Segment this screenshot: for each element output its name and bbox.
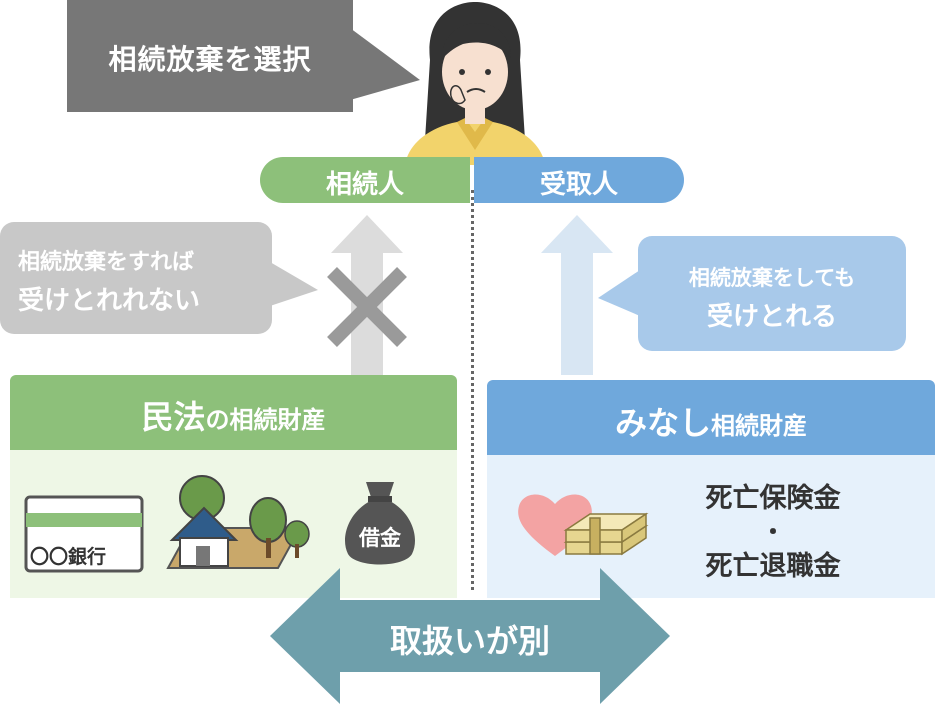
recipient-pill: [474, 157, 684, 203]
top-callout: [67, 0, 353, 112]
left-panel-title-small: の相続財産: [205, 406, 326, 434]
left-panel-header: [10, 375, 457, 450]
person-icon: [405, 2, 545, 165]
heir-pill: [260, 157, 470, 203]
right-panel-title-big: みなし: [614, 404, 711, 442]
right-panel-header: [487, 380, 935, 455]
left-callout: [0, 222, 272, 334]
cash-stack-icon: [563, 512, 649, 556]
money-bag-label: 借金: [359, 526, 401, 550]
up-arrow-icon: [331, 215, 403, 375]
left-panel-title: 民法の相続財産: [10, 392, 457, 438]
top-callout-text: 相続放棄を選択: [108, 43, 312, 76]
money-bag-icon: [345, 482, 415, 565]
bank-card-icon: [24, 495, 144, 573]
heir-pill-label: 相続人: [325, 170, 404, 200]
cross-icon: [327, 267, 407, 347]
right-panel-title: みなし相続財産: [487, 398, 935, 444]
up-arrow-icon: [541, 215, 613, 375]
left-callout-line1: 相続放棄をすれば: [18, 250, 195, 275]
deemed-line1: 死亡保険金: [705, 483, 841, 514]
right-callout-line1: 相続放棄をしても: [688, 266, 856, 290]
right-callout-line2: 受けとれる: [706, 302, 837, 332]
bottom-arrow-label: 取扱いが別: [389, 622, 550, 660]
right-panel-title-small: 相続財産: [711, 412, 807, 440]
house-icon: [166, 475, 302, 569]
tree-icon: [284, 520, 310, 558]
recipient-pill-label: 受取人: [539, 170, 618, 200]
bank-card-label: 〇〇銀行: [30, 546, 107, 568]
deemed-dot: ・: [761, 518, 785, 546]
center-divider: [471, 190, 474, 590]
deemed-line2: 死亡退職金: [705, 551, 841, 582]
right-callout: [638, 236, 906, 351]
left-panel-title-big: 民法: [141, 398, 206, 436]
left-callout-line2: 受けとれれない: [18, 286, 201, 316]
